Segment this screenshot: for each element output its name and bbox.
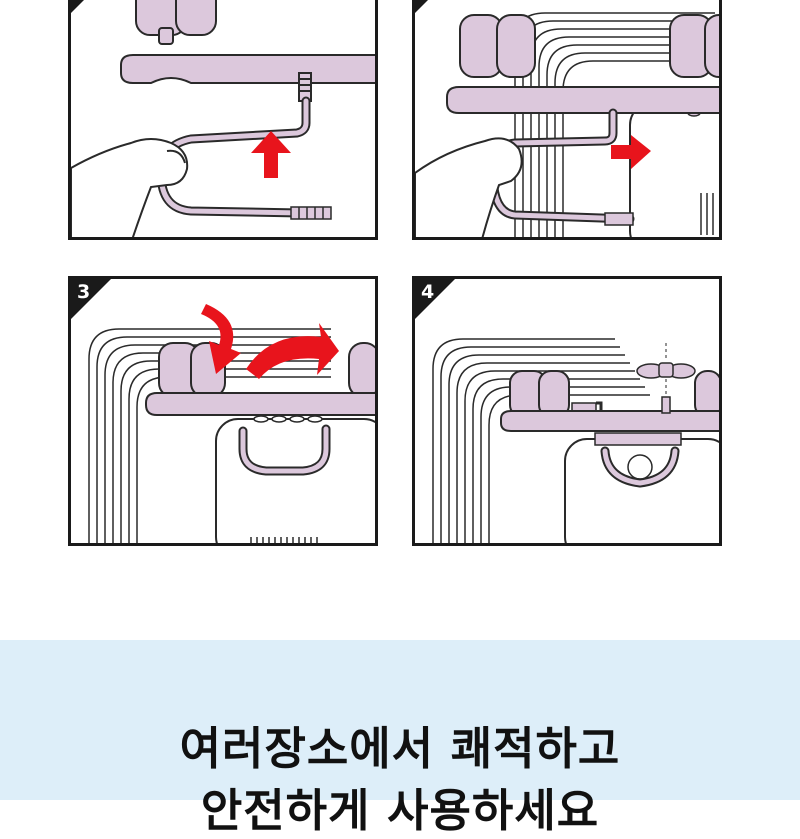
caption-band: 여러장소에서 쾌적하고 안전하게 사용하세요 — [0, 640, 800, 837]
knob-left — [135, 0, 217, 45]
arrow-right-icon — [611, 135, 651, 169]
shelf-bar-4 — [500, 410, 719, 432]
heater-grille-3 — [250, 537, 318, 543]
wing-nut-icon — [636, 362, 696, 379]
shelf-holes-3 — [253, 415, 323, 423]
caption-line-2: 안전하게 사용하세요 — [200, 784, 600, 837]
step-2-corner-tab — [415, 0, 428, 13]
knob-left-2 — [459, 14, 536, 78]
shelf-bar-2 — [446, 86, 719, 114]
step-1-illustration — [71, 0, 375, 237]
arrow-curve-left-icon — [201, 304, 241, 374]
hand-1 — [71, 138, 189, 237]
arrow-up-icon — [251, 131, 291, 178]
bracket-thread-2 — [604, 212, 634, 226]
step-4-panel: 4 — [412, 276, 722, 546]
step-2-panel — [412, 0, 722, 240]
heater-grille — [700, 193, 714, 235]
step-1-panel — [68, 0, 378, 240]
step-3-number: 3 — [77, 281, 91, 303]
step-2-illustration — [415, 0, 719, 237]
step-4-corner-tab — [415, 279, 455, 319]
step-1-corner-tab — [71, 0, 84, 13]
hand-2 — [415, 137, 523, 237]
step-4-number: 4 — [421, 281, 435, 303]
step-4-illustration — [415, 279, 719, 543]
knob-right-2 — [669, 14, 719, 78]
step-3-illustration — [71, 279, 375, 543]
shelf-bar — [120, 54, 375, 84]
step-3-corner-tab — [71, 279, 111, 319]
knob-right-3 — [348, 342, 375, 398]
heater-front — [629, 102, 719, 237]
heater-fins-3 — [88, 328, 331, 543]
u-bracket-4-inner — [602, 448, 678, 486]
caption-line-1: 여러장소에서 쾌적하고 — [179, 722, 621, 775]
arrow-curve-right-icon — [246, 323, 339, 379]
screw-4 — [661, 396, 671, 414]
step-3-panel: 3 — [68, 276, 378, 546]
bracket-thread — [290, 206, 332, 220]
u-bracket-3-inner — [240, 426, 329, 474]
shelf-bar-3 — [145, 392, 375, 416]
clamp-plate-4 — [594, 432, 682, 446]
